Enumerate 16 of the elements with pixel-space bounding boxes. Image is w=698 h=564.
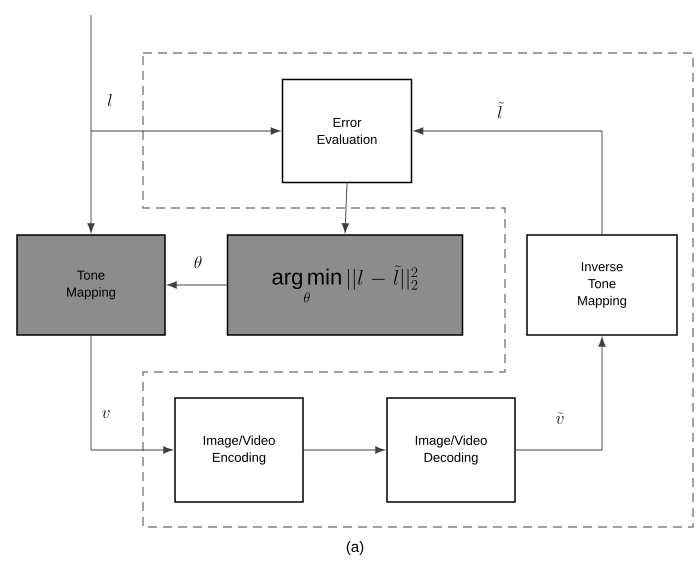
arrow — [342, 182, 350, 233]
arrow — [515, 337, 606, 450]
process-box: Tone Mapping — [16, 234, 166, 336]
arrow — [414, 127, 602, 235]
arrow — [90, 335, 173, 454]
process-box: Inverse Tone Mapping — [526, 234, 678, 336]
process-box: Error Evaluation — [282, 78, 412, 184]
process-box: Image/Video Decoding — [386, 397, 516, 503]
arrow — [90, 127, 280, 135]
edge-label: $\tilde{v}$ — [554, 411, 566, 425]
process-box: Image/Video Encoding — [174, 397, 304, 503]
caption: (a) — [346, 541, 364, 555]
formula-box: $\mathop{\arg\min}\limits_{\theta} ||l-\tilde{l}||_2^2$ — [226, 234, 464, 336]
arrow — [167, 281, 228, 289]
arrow — [303, 446, 385, 454]
arrow — [87, 14, 95, 233]
